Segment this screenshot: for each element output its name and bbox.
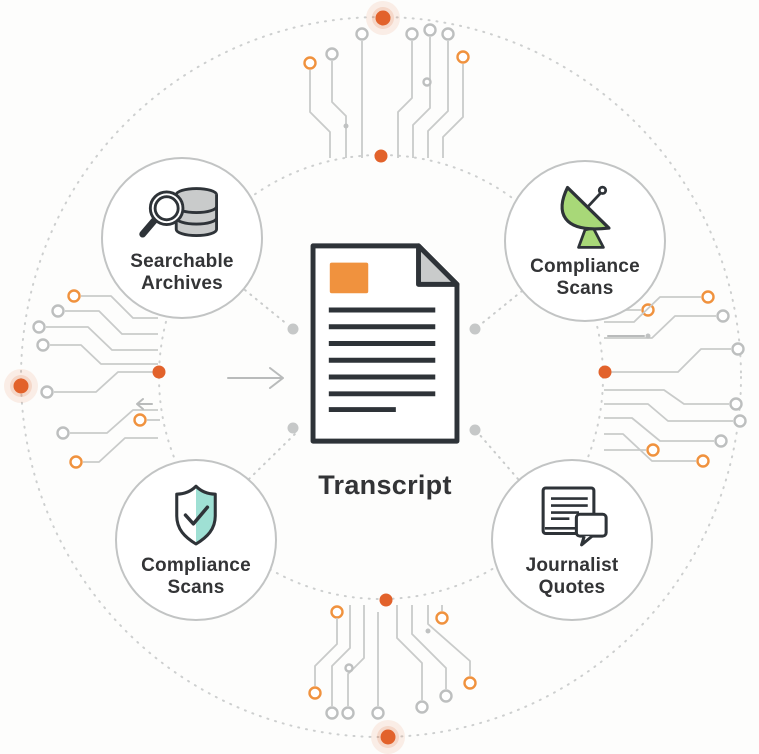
center-node-label: Transcript bbox=[318, 470, 452, 500]
node-label: Compliance Scans bbox=[530, 255, 640, 299]
node-searchable-archives: Searchable Archives bbox=[101, 157, 263, 319]
satellite-dish-icon bbox=[560, 185, 611, 249]
document-header-block bbox=[329, 262, 369, 294]
circuit-pattern-left bbox=[32, 289, 160, 469]
node-compliance-scans-bottom: Compliance Scans bbox=[115, 459, 277, 621]
ring-marker-dots bbox=[4, 1, 612, 754]
node-label: Journalist Quotes bbox=[525, 554, 619, 598]
center-node-transcript: Transcript bbox=[285, 239, 485, 501]
shield-check-icon bbox=[175, 484, 217, 546]
node-label: Compliance Scans bbox=[141, 554, 251, 598]
node-journalist-quotes: Journalist Quotes bbox=[491, 459, 653, 621]
circuit-pattern-right bbox=[604, 290, 747, 468]
right-arrow-icon bbox=[227, 367, 284, 389]
journalist-quotes-icon bbox=[541, 486, 608, 546]
circuit-pattern-top bbox=[303, 23, 470, 158]
document-text-lines bbox=[328, 307, 436, 413]
node-compliance-scans-top: Compliance Scans bbox=[504, 160, 666, 322]
transcript-document-icon bbox=[310, 243, 460, 444]
node-label: Searchable Archives bbox=[130, 250, 234, 294]
center-connectors bbox=[244, 289, 523, 480]
search-archives-icon bbox=[139, 186, 218, 238]
circuit-pattern-bottom bbox=[308, 605, 477, 720]
